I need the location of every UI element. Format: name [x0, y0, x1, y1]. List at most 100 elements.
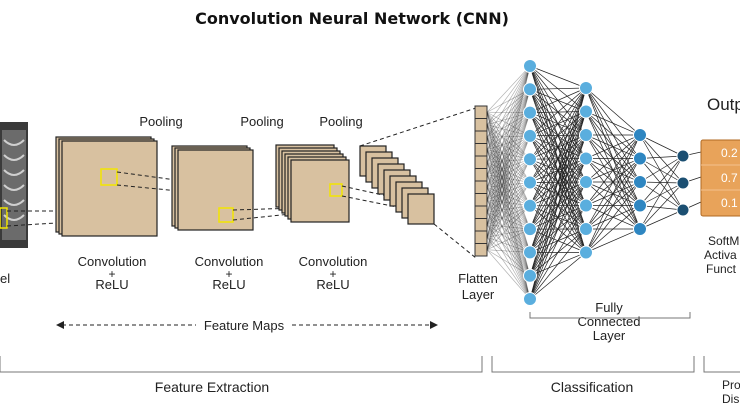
flatten-layer — [474, 105, 488, 257]
flatten-link — [486, 112, 531, 230]
flatten-link — [486, 137, 531, 276]
network-link — [529, 87, 587, 206]
classification-bracket — [491, 356, 695, 373]
fc-output-node — [676, 176, 690, 190]
flatten-link — [486, 65, 531, 238]
flatten-link — [486, 112, 531, 253]
flatten-link — [486, 182, 531, 225]
fc-hidden2-node — [633, 128, 647, 142]
output-value-1: 0.2 — [721, 146, 738, 160]
fc-hidden-node — [579, 81, 593, 95]
flatten-link — [486, 158, 531, 201]
flatten-link — [486, 135, 531, 200]
softmax-label-line3: Funct — [706, 262, 737, 276]
flatten-link — [486, 149, 531, 253]
fc-input-node — [523, 292, 537, 306]
flatten-link — [486, 65, 531, 125]
network-link — [639, 181, 684, 211]
input-xray-image — [0, 122, 28, 248]
flatten-link — [486, 89, 531, 250]
network-link — [529, 181, 587, 300]
flatten-link — [486, 162, 531, 207]
flatten-link — [486, 112, 531, 225]
network-link — [585, 134, 641, 183]
flatten-link — [486, 124, 531, 137]
flatten-link — [486, 65, 531, 225]
flatten-link — [486, 159, 531, 225]
flatten-link — [486, 135, 531, 151]
fc-label-line1: Fully — [595, 300, 623, 315]
network-link — [585, 158, 641, 253]
fc-label-line2: Connected — [578, 314, 641, 329]
section-prob-line1: Pro — [722, 378, 740, 392]
flatten-link — [486, 112, 531, 138]
fc-output-node — [676, 149, 690, 163]
network-link — [639, 181, 684, 184]
flatten-link — [486, 149, 531, 160]
flatten-link — [486, 174, 531, 183]
flatten-link — [486, 158, 531, 213]
flatten-link — [486, 135, 531, 188]
network-link — [639, 205, 684, 211]
flatten-link — [486, 112, 531, 300]
fc-input-node — [523, 198, 537, 213]
flatten-link — [486, 89, 531, 238]
fc-hidden-node — [579, 104, 593, 119]
softmax-label-line2: Activa — [704, 248, 737, 262]
network-link — [585, 205, 641, 253]
network-link — [529, 87, 587, 300]
flatten-link — [486, 182, 531, 201]
fc-input-node — [523, 82, 537, 97]
fc-hidden2-node — [633, 222, 647, 236]
fc-hidden2-node — [633, 198, 647, 213]
flatten-link — [486, 89, 531, 213]
network-link — [585, 134, 641, 159]
section-prob-line2: Dis — [722, 392, 739, 406]
flatten-link — [486, 199, 531, 300]
fc-input-node — [523, 268, 537, 283]
flatten-link — [486, 135, 531, 250]
flatten-link — [486, 162, 531, 230]
feature-map-stack-4 — [359, 145, 435, 225]
flatten-link — [486, 205, 531, 250]
filter-highlight-1 — [100, 168, 118, 186]
flatten-link — [486, 135, 531, 238]
conv-relu-label-1: Convolution + ReLU — [78, 254, 147, 292]
flatten-link — [486, 174, 531, 207]
fc-input-node — [523, 105, 537, 120]
flatten-link — [486, 88, 531, 113]
network-link — [585, 111, 641, 136]
flatten-link — [486, 159, 531, 238]
network-link — [529, 205, 587, 300]
flatten-link — [486, 89, 531, 163]
flatten-link — [486, 162, 531, 253]
flatten-link — [486, 65, 531, 138]
flatten-link — [486, 65, 531, 188]
conv-label-1-line2: ReLU — [95, 277, 128, 292]
flatten-link — [486, 158, 531, 176]
flatten-link — [486, 89, 531, 188]
network-link — [529, 87, 587, 183]
conv-label-3-line1: Convolution — [299, 254, 368, 269]
flatten-link — [486, 149, 531, 300]
flatten-link — [486, 174, 531, 300]
section-feature-extraction: Feature Extraction — [155, 379, 269, 395]
filter-highlight-3 — [329, 183, 343, 197]
network-link — [529, 65, 587, 89]
conv-label-1-plus: + — [108, 267, 115, 281]
flatten-link — [486, 135, 531, 225]
feature-map-stack-1 — [55, 136, 158, 237]
network-link — [585, 87, 641, 136]
network-link — [639, 155, 684, 230]
flatten-link — [486, 187, 531, 253]
network-link — [529, 87, 587, 137]
flatten-link — [486, 159, 531, 250]
pooling-label-3: Pooling — [319, 114, 362, 129]
flatten-link — [486, 65, 531, 113]
flatten-link — [486, 112, 531, 151]
fc-hidden-node — [579, 198, 593, 213]
flatten-link — [486, 135, 531, 163]
feature-extraction-bracket — [0, 356, 483, 373]
flatten-link — [486, 65, 531, 213]
flatten-link — [486, 124, 531, 230]
